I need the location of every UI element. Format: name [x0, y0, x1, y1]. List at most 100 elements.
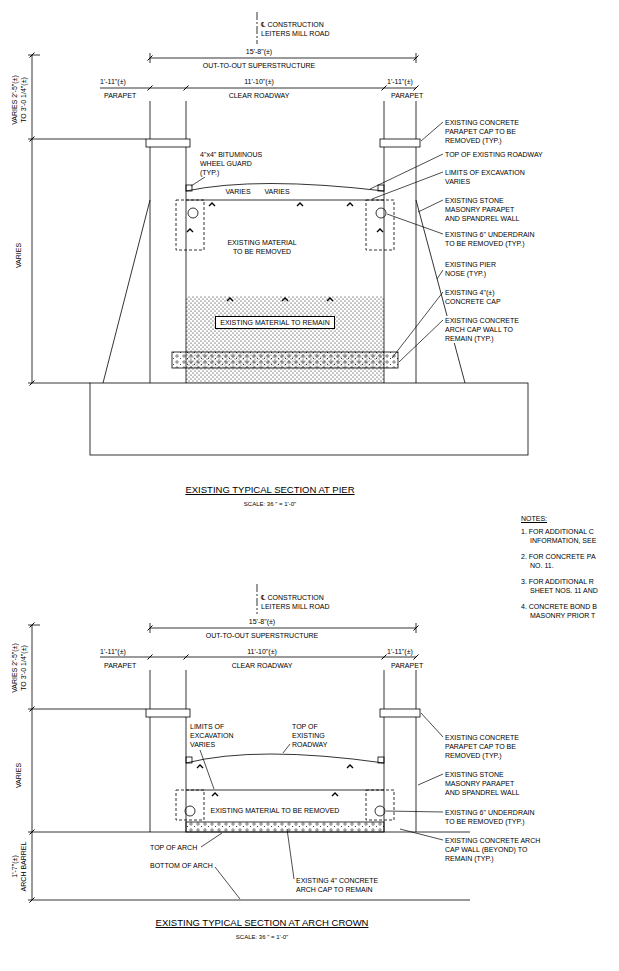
- extension-line: [28, 383, 90, 384]
- underdrain-pipe: [376, 208, 386, 218]
- callout-text: EXISTING MATERIAL TO BE REMOVED: [226, 238, 298, 256]
- excavation-mark: [209, 203, 215, 206]
- underdrain-outline: [366, 200, 394, 250]
- masonry-wall: [416, 717, 417, 832]
- callout-text: EXISTING CONCRETE PARAPET CAP TO BE REMO…: [445, 118, 523, 145]
- notes-heading: NOTES:: [521, 514, 547, 523]
- label-slot: EXISTING CONCRETE PARAPET CAP TO BE REMO…: [445, 733, 523, 760]
- label-slot: TOP OF ARCH: [150, 843, 197, 852]
- label-slot: LIMITS OF EXCAVATION VARIES: [190, 722, 240, 749]
- excavation-mark: [212, 793, 218, 796]
- roadway-surface: [186, 754, 384, 763]
- label-slot: PARAPET: [391, 661, 423, 670]
- label-slot: VARIES: [225, 187, 250, 196]
- bottom-of-arch: [28, 900, 470, 901]
- extension-line: [416, 53, 417, 63]
- label-slot: TOP OF EXISTING ROADWAY: [292, 722, 332, 749]
- dimension-line: [150, 58, 416, 59]
- label-slot: NOTES:: [521, 514, 547, 523]
- callout-text: TOP OF EXISTING ROADWAY: [292, 722, 332, 749]
- label-slot: ℄ CONSTRUCTION LEITERS MILL ROAD: [261, 593, 333, 611]
- label-slot: EXISTING 6" UNDERDRAIN TO BE REMOVED (TY…: [445, 230, 538, 248]
- label-slot: OUT-TO-OUT SUPERSTRUCTURE: [203, 61, 316, 70]
- wheel-guard: [186, 757, 192, 763]
- extension-line: [384, 670, 385, 709]
- label-slot: CLEAR ROADWAY: [229, 91, 290, 100]
- label-slot: ARCH BARREL: [20, 841, 29, 891]
- dimension-line: [100, 657, 416, 658]
- extension-line: [416, 101, 417, 139]
- label-slot: VARIES 2'-5"(±) TO 3'-0 1/4"(±): [10, 640, 28, 696]
- callout-text: EXISTING CONCRETE ARCH CAP WALL TO REMAI…: [445, 316, 523, 343]
- section-title: EXISTING TYPICAL SECTION AT PIER: [185, 484, 354, 496]
- leader-line: [418, 774, 443, 785]
- callout-text: 15'-8"(±): [246, 47, 272, 56]
- extension-line: [416, 670, 417, 709]
- label-slot: LIMITS OF EXCAVATION VARIES: [445, 168, 530, 186]
- dimension-line: [32, 625, 33, 709]
- label-slot: 4"x4" BITUMINOUS WHEEL GUARD (TYP.): [200, 150, 266, 177]
- extension-line: [28, 709, 146, 710]
- dimension-line: [32, 139, 33, 383]
- label-slot: 1. FOR ADDITIONAL C INFORMATION, SEE: [521, 527, 605, 545]
- excavation-mark: [347, 203, 353, 206]
- centerline: [257, 12, 258, 44]
- excavation-mark: [332, 793, 338, 796]
- excavation-limit: [186, 200, 384, 201]
- label-slot: EXISTING CONCRETE ARCH CAP WALL TO REMAI…: [445, 316, 523, 343]
- label-slot: EXISTING 4"(±) CONCRETE CAP: [445, 288, 503, 306]
- label-slot: EXISTING TYPICAL SECTION AT PIER: [185, 484, 354, 496]
- callout-text: 1'-11"(±): [387, 647, 413, 656]
- callout-text: ARCH BARREL: [20, 841, 29, 891]
- leader-line: [191, 177, 205, 186]
- parapet-cap: [380, 139, 420, 147]
- excavation-mark: [347, 765, 353, 768]
- extension-line: [150, 623, 151, 633]
- callout-text: 1'-11"(±): [100, 647, 126, 656]
- excavation-mark: [197, 765, 203, 768]
- label-slot: EXISTING TYPICAL SECTION AT ARCH CROWN: [156, 917, 369, 929]
- leader-line: [392, 292, 443, 358]
- label-slot: 1'-11"(±): [387, 647, 413, 656]
- section-title: EXISTING TYPICAL SECTION AT ARCH CROWN: [156, 917, 369, 929]
- parapet-cap: [380, 709, 420, 717]
- callout-text: 4"x4" BITUMINOUS WHEEL GUARD (TYP.): [200, 150, 266, 177]
- general-note: 1. FOR ADDITIONAL C INFORMATION, SEE: [521, 527, 605, 545]
- callout-text: EXISTING 6" UNDERDRAIN TO BE REMOVED (TY…: [445, 808, 538, 826]
- label-slot: OUT-TO-OUT SUPERSTRUCTURE: [206, 631, 319, 640]
- label-slot: VARIES: [15, 242, 24, 267]
- arch-cap: [186, 822, 384, 832]
- extension-line: [28, 625, 40, 626]
- callout-text: EXISTING MATERIAL TO BE REMOVED: [211, 806, 340, 815]
- dimension-tick: [148, 86, 153, 91]
- callout-text: TOP OF EXISTING ROADWAY: [445, 150, 543, 159]
- label-slot: 1'-11"(±): [387, 77, 413, 86]
- label-slot: 1'-11"(±): [100, 647, 126, 656]
- excavation-mark: [297, 203, 303, 206]
- label-slot: 11'-10"(±): [244, 77, 274, 86]
- label-slot: VARIES: [15, 762, 24, 787]
- leader-line: [200, 750, 214, 789]
- callout-text: EXISTING PIER NOSE (TYP.): [445, 260, 505, 278]
- callout-text: PARAPET: [391, 91, 423, 100]
- general-note: 2. FOR CONCRETE PA NO. 11.: [521, 552, 605, 570]
- dimension-line: [150, 628, 416, 629]
- leader-line: [283, 744, 290, 753]
- wheel-guard: [378, 185, 384, 191]
- callout-text: BOTTOM OF ARCH: [150, 861, 213, 870]
- label-slot: PARAPET: [391, 91, 423, 100]
- top-of-arch: [28, 832, 470, 833]
- callout-text: 15'-8"(±): [249, 617, 275, 626]
- leader-line: [201, 833, 222, 847]
- callout-text: 1'-11"(±): [387, 77, 413, 86]
- underdrain-pipe: [188, 208, 198, 218]
- leader-line: [400, 829, 443, 840]
- callout-text: EXISTING 6" UNDERDRAIN TO BE REMOVED (TY…: [445, 230, 538, 248]
- label-slot: VARIES 2'-5"(±) TO 3'-0 1/4"(±): [10, 72, 28, 128]
- excavation-limit: [186, 790, 384, 791]
- parapet-cap: [146, 139, 190, 147]
- general-note: 4. CONCRETE BOND B MASONRY PRIOR T: [521, 602, 605, 620]
- dimension-line: [32, 832, 33, 900]
- leader-line: [399, 320, 443, 362]
